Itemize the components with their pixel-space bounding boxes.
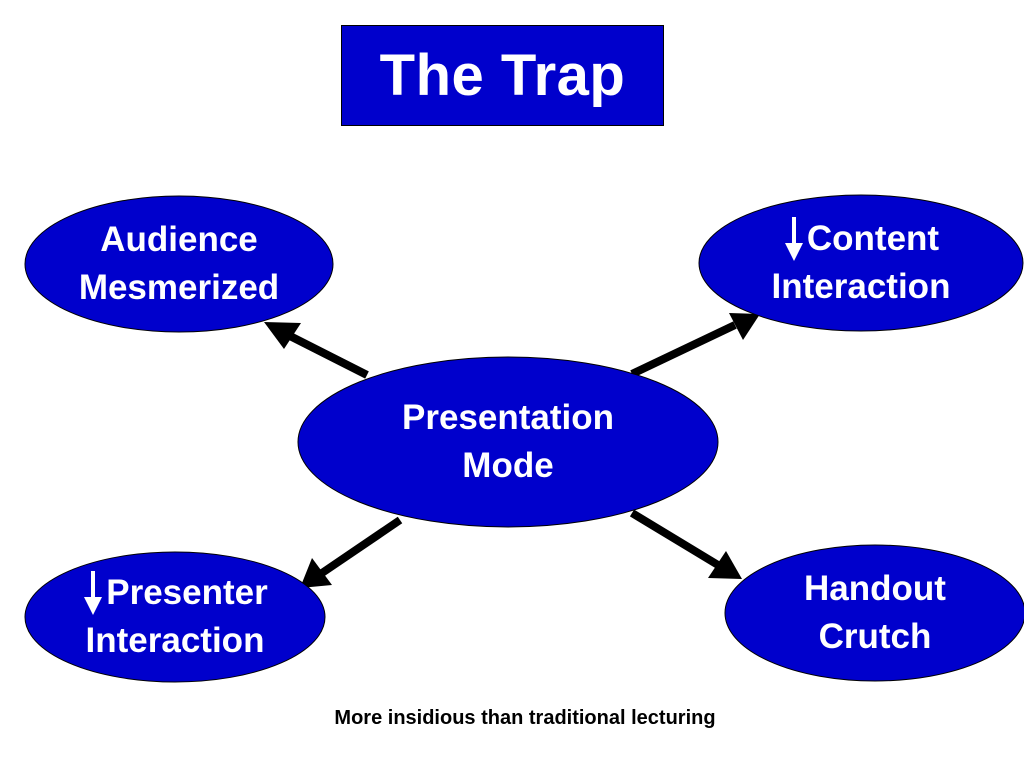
arrow-to-content — [630, 313, 760, 378]
audience-ellipse — [24, 195, 334, 333]
title-box: The Trap — [341, 25, 664, 126]
slide-title: The Trap — [379, 42, 626, 108]
content-ellipse — [698, 194, 1024, 332]
center-ellipse — [297, 356, 719, 528]
arrow-to-handout — [629, 509, 742, 579]
presenter-ellipse — [24, 551, 326, 683]
handout-ellipse — [724, 544, 1024, 682]
slide-caption: More insidious than traditional lecturin… — [334, 707, 716, 729]
arrow-to-audience — [264, 322, 369, 379]
arrow-to-presenter — [300, 516, 403, 588]
